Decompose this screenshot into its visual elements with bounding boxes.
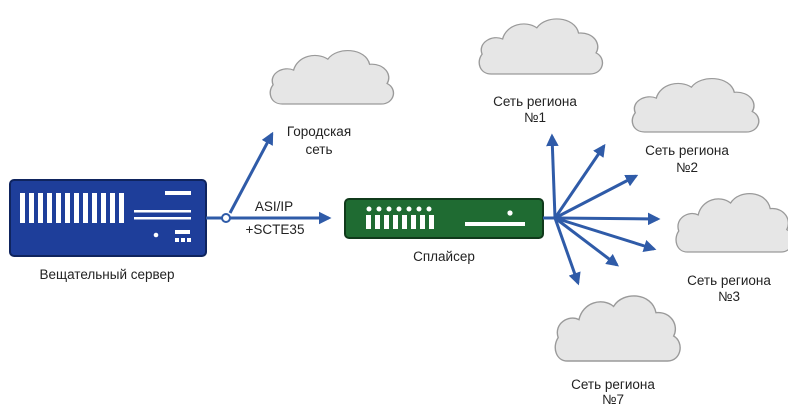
region-2-label-line1: Сеть региона (645, 143, 729, 158)
splicer-fanout (543, 133, 661, 286)
region-7-label-line2: №7 (602, 392, 624, 407)
arrow-to-city-network (228, 131, 274, 214)
region-3-label-line1: Сеть региона (687, 273, 771, 288)
region-3-cloud (675, 192, 788, 253)
region-3-label-line2: №3 (718, 289, 740, 304)
arrow-to-region-2 (554, 174, 639, 220)
region-7-cloud (554, 295, 681, 362)
splicer-device (344, 198, 544, 239)
arrow-to-region-3 (554, 212, 661, 226)
broadcast-server (9, 179, 207, 257)
arrow-to-region-1 (546, 133, 559, 219)
city-network-label-line2: сеть (305, 142, 332, 157)
arrow-to-region-7 (553, 217, 581, 286)
city-network-label-line1: Городская (287, 124, 351, 139)
stream-label-line1: ASI/IP (255, 199, 293, 214)
server-connectors (206, 131, 332, 225)
splicer-label: Сплайсер (413, 249, 475, 264)
server-label: Вещательный сервер (39, 267, 174, 282)
region-1-label-line1: Сеть региона (493, 94, 577, 109)
stream-label-line2: +SCTE35 (246, 222, 305, 237)
region-2-label-line2: №2 (676, 160, 698, 175)
region-7-label-line1: Сеть региона (571, 377, 655, 392)
region-1-cloud (478, 18, 604, 75)
region-1-label-line2: №1 (524, 110, 546, 125)
region-2-cloud (631, 77, 760, 133)
city-network-cloud (269, 49, 395, 105)
